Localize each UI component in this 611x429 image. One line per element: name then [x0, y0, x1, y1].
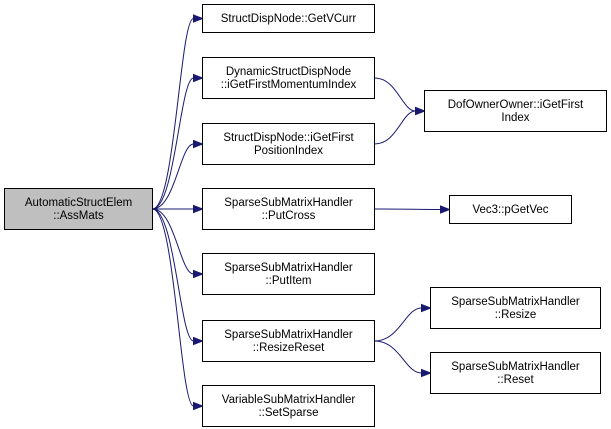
node-box: [424, 90, 607, 132]
nodes-layer: AutomaticStructElem::AssMats StructDispNo…: [4, 4, 607, 427]
node-label-line: VariableSubMatrixHandler: [222, 394, 356, 406]
edge-line: [374, 77, 416, 112]
node-label-line: ::PutItem: [265, 275, 311, 287]
edge-line: [152, 208, 194, 342]
node-label-line: PositionIndex: [254, 145, 323, 157]
edges-layer: [152, 14, 451, 411]
node-box: [4, 188, 153, 230]
arrowhead: [193, 269, 204, 279]
node-box: [430, 352, 601, 394]
edge-root-to-putcross: [152, 204, 204, 214]
node-putitem[interactable]: SparseSubMatrixHandler::PutItem: [202, 253, 375, 295]
edge-line: [152, 208, 194, 407]
node-label-line: SparseSubMatrixHandler: [224, 262, 353, 274]
node-setsparse[interactable]: VariableSubMatrixHandler::SetSparse: [202, 385, 375, 427]
edge-line: [374, 110, 416, 145]
node-box: [430, 287, 601, 329]
edge-line: [152, 208, 194, 275]
node-label-line: StructDispNode::iGetFirst: [223, 132, 354, 144]
node-label-line: ::Resize: [495, 309, 537, 321]
node-label-line: SparseSubMatrixHandler: [451, 296, 580, 308]
node-pgetvec[interactable]: Vec3::pGetVec: [449, 195, 572, 224]
edge-root-to-resizereset: [152, 208, 204, 346]
node-reset[interactable]: SparseSubMatrixHandler::Reset: [430, 352, 601, 394]
node-label-line: SparseSubMatrixHandler: [224, 329, 353, 341]
node-label-line: SparseSubMatrixHandler: [451, 361, 580, 373]
node-label-line: ::PutCross: [262, 210, 316, 222]
node-label-line: SparseSubMatrixHandler: [224, 197, 353, 209]
arrowhead: [193, 139, 204, 149]
edge-line: [152, 77, 194, 210]
node-dyn-momentum[interactable]: DynamicStructDispNode::iGetFirstMomentum…: [202, 57, 375, 99]
node-label-line: ::AssMats: [53, 210, 104, 222]
arrowhead: [193, 401, 204, 411]
node-getvcurr[interactable]: StructDispNode::GetVCurr: [202, 4, 375, 33]
node-label-line: StructDispNode::GetVCurr: [221, 13, 357, 25]
node-label-line: Vec3::pGetVec: [472, 204, 548, 216]
edge-line: [374, 307, 422, 342]
node-label-line: AutomaticStructElem: [25, 197, 132, 209]
edge-root-to-getvcurr: [152, 14, 204, 210]
arrowhead: [421, 303, 432, 313]
node-box: [202, 253, 375, 295]
node-label-line: DofOwnerOwner::iGetFirst: [448, 99, 584, 111]
edge-putcross-to-pgetvec: [374, 205, 451, 214]
node-box: [202, 123, 375, 165]
arrowhead: [440, 205, 451, 214]
edge-root-to-putitem: [152, 208, 204, 279]
arrowhead: [415, 106, 426, 116]
node-label-line: ::ResizeReset: [253, 342, 325, 354]
node-box: [449, 195, 572, 224]
arrowhead: [193, 336, 204, 346]
arrowhead: [193, 14, 204, 23]
edge-line: [152, 18, 194, 210]
node-box: [202, 385, 375, 427]
node-box: [202, 57, 375, 99]
edge-line: [152, 143, 194, 210]
node-putcross[interactable]: SparseSubMatrixHandler::PutCross: [202, 188, 375, 230]
edge-root-to-dyn-momentum: [152, 73, 204, 210]
node-box: [202, 4, 375, 33]
edge-root-to-setsparse: [152, 208, 204, 411]
node-root: AutomaticStructElem::AssMats: [4, 188, 153, 230]
node-label-line: Index: [501, 112, 529, 124]
edge-resizereset-to-resize: [374, 303, 432, 342]
arrowhead: [193, 73, 204, 83]
edge-line: [374, 340, 422, 374]
node-box: [202, 320, 375, 362]
node-label-line: ::Reset: [497, 374, 534, 386]
node-label-line: ::iGetFirstMomentumIndex: [221, 79, 357, 91]
node-resize[interactable]: SparseSubMatrixHandler::Resize: [430, 287, 601, 329]
arrowhead: [421, 368, 432, 378]
edge-pos-index-to-dofowner: [374, 106, 426, 145]
edge-resizereset-to-reset: [374, 340, 432, 378]
edge-line: [374, 208, 441, 210]
node-resizereset[interactable]: SparseSubMatrixHandler::ResizeReset: [202, 320, 375, 362]
node-box: [202, 188, 375, 230]
node-label-line: ::SetSparse: [258, 407, 318, 419]
node-label-line: DynamicStructDispNode: [226, 66, 351, 78]
edge-root-to-pos-index: [152, 139, 204, 210]
arrowhead: [193, 204, 204, 214]
